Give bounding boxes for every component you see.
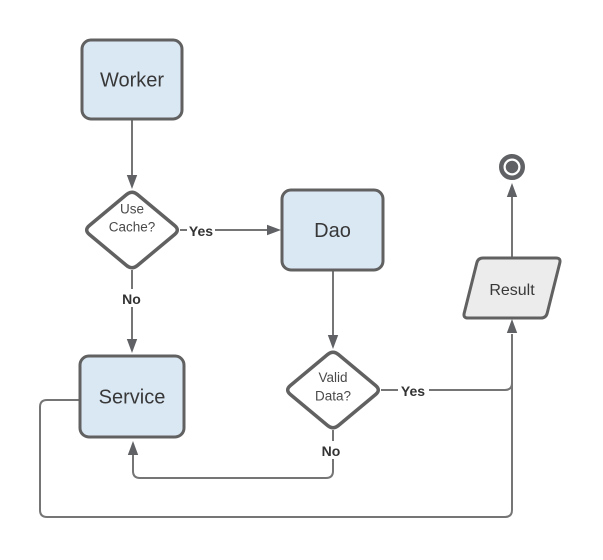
node-worker: Worker <box>80 38 184 121</box>
edge-label-valid-data-yes: Yes <box>401 383 425 399</box>
valid-data-shape <box>285 350 381 430</box>
edge-label-bg <box>316 441 346 459</box>
node-end-terminator <box>499 154 525 180</box>
arrowhead-into-service-top <box>126 339 138 353</box>
dao-label: Dao <box>314 220 351 242</box>
edge-valid-data-to-service <box>132 430 334 479</box>
node-use-cache: Use Cache? <box>84 190 180 270</box>
use-cache-shape <box>84 190 180 270</box>
node-result: Result <box>462 256 562 320</box>
end-terminator-dot <box>505 160 519 174</box>
arrowhead-into-result <box>506 319 518 333</box>
edges <box>39 119 518 518</box>
worker-shape <box>80 38 184 121</box>
dao-shape <box>280 188 385 272</box>
use-cache-label-line2: Cache? <box>109 220 156 235</box>
valid-data-label-line1: Valid <box>318 370 347 385</box>
node-dao: Dao <box>280 188 385 272</box>
worker-label: Worker <box>100 70 164 92</box>
edge-labels: Yes No Yes No <box>118 221 429 459</box>
valid-data-label-line2: Data? <box>315 389 351 404</box>
arrowhead-into-valid-data <box>327 335 339 349</box>
service-label: Service <box>99 387 166 409</box>
edge-label-use-cache-no: No <box>122 291 141 307</box>
arrowhead-into-dao <box>267 224 281 236</box>
edge-label-bg <box>398 381 429 399</box>
edge-service-to-result <box>39 334 513 518</box>
edge-label-bg <box>118 289 145 307</box>
node-valid-data: Valid Data? <box>285 350 381 430</box>
result-shape <box>462 256 562 320</box>
edge-label-bg <box>187 221 215 239</box>
edge-label-use-cache-yes: Yes <box>189 223 213 239</box>
arrowhead-into-service-bottom <box>127 441 139 455</box>
result-label: Result <box>489 282 535 299</box>
arrowhead-into-end <box>506 183 518 197</box>
arrowhead-into-use-cache <box>126 175 138 189</box>
nodes: Worker Use Cache? Dao Valid Data? <box>78 38 562 439</box>
service-shape <box>78 354 186 439</box>
node-service: Service <box>78 354 186 439</box>
use-cache-label-line1: Use <box>120 202 144 217</box>
edge-label-valid-data-no: No <box>322 443 341 459</box>
